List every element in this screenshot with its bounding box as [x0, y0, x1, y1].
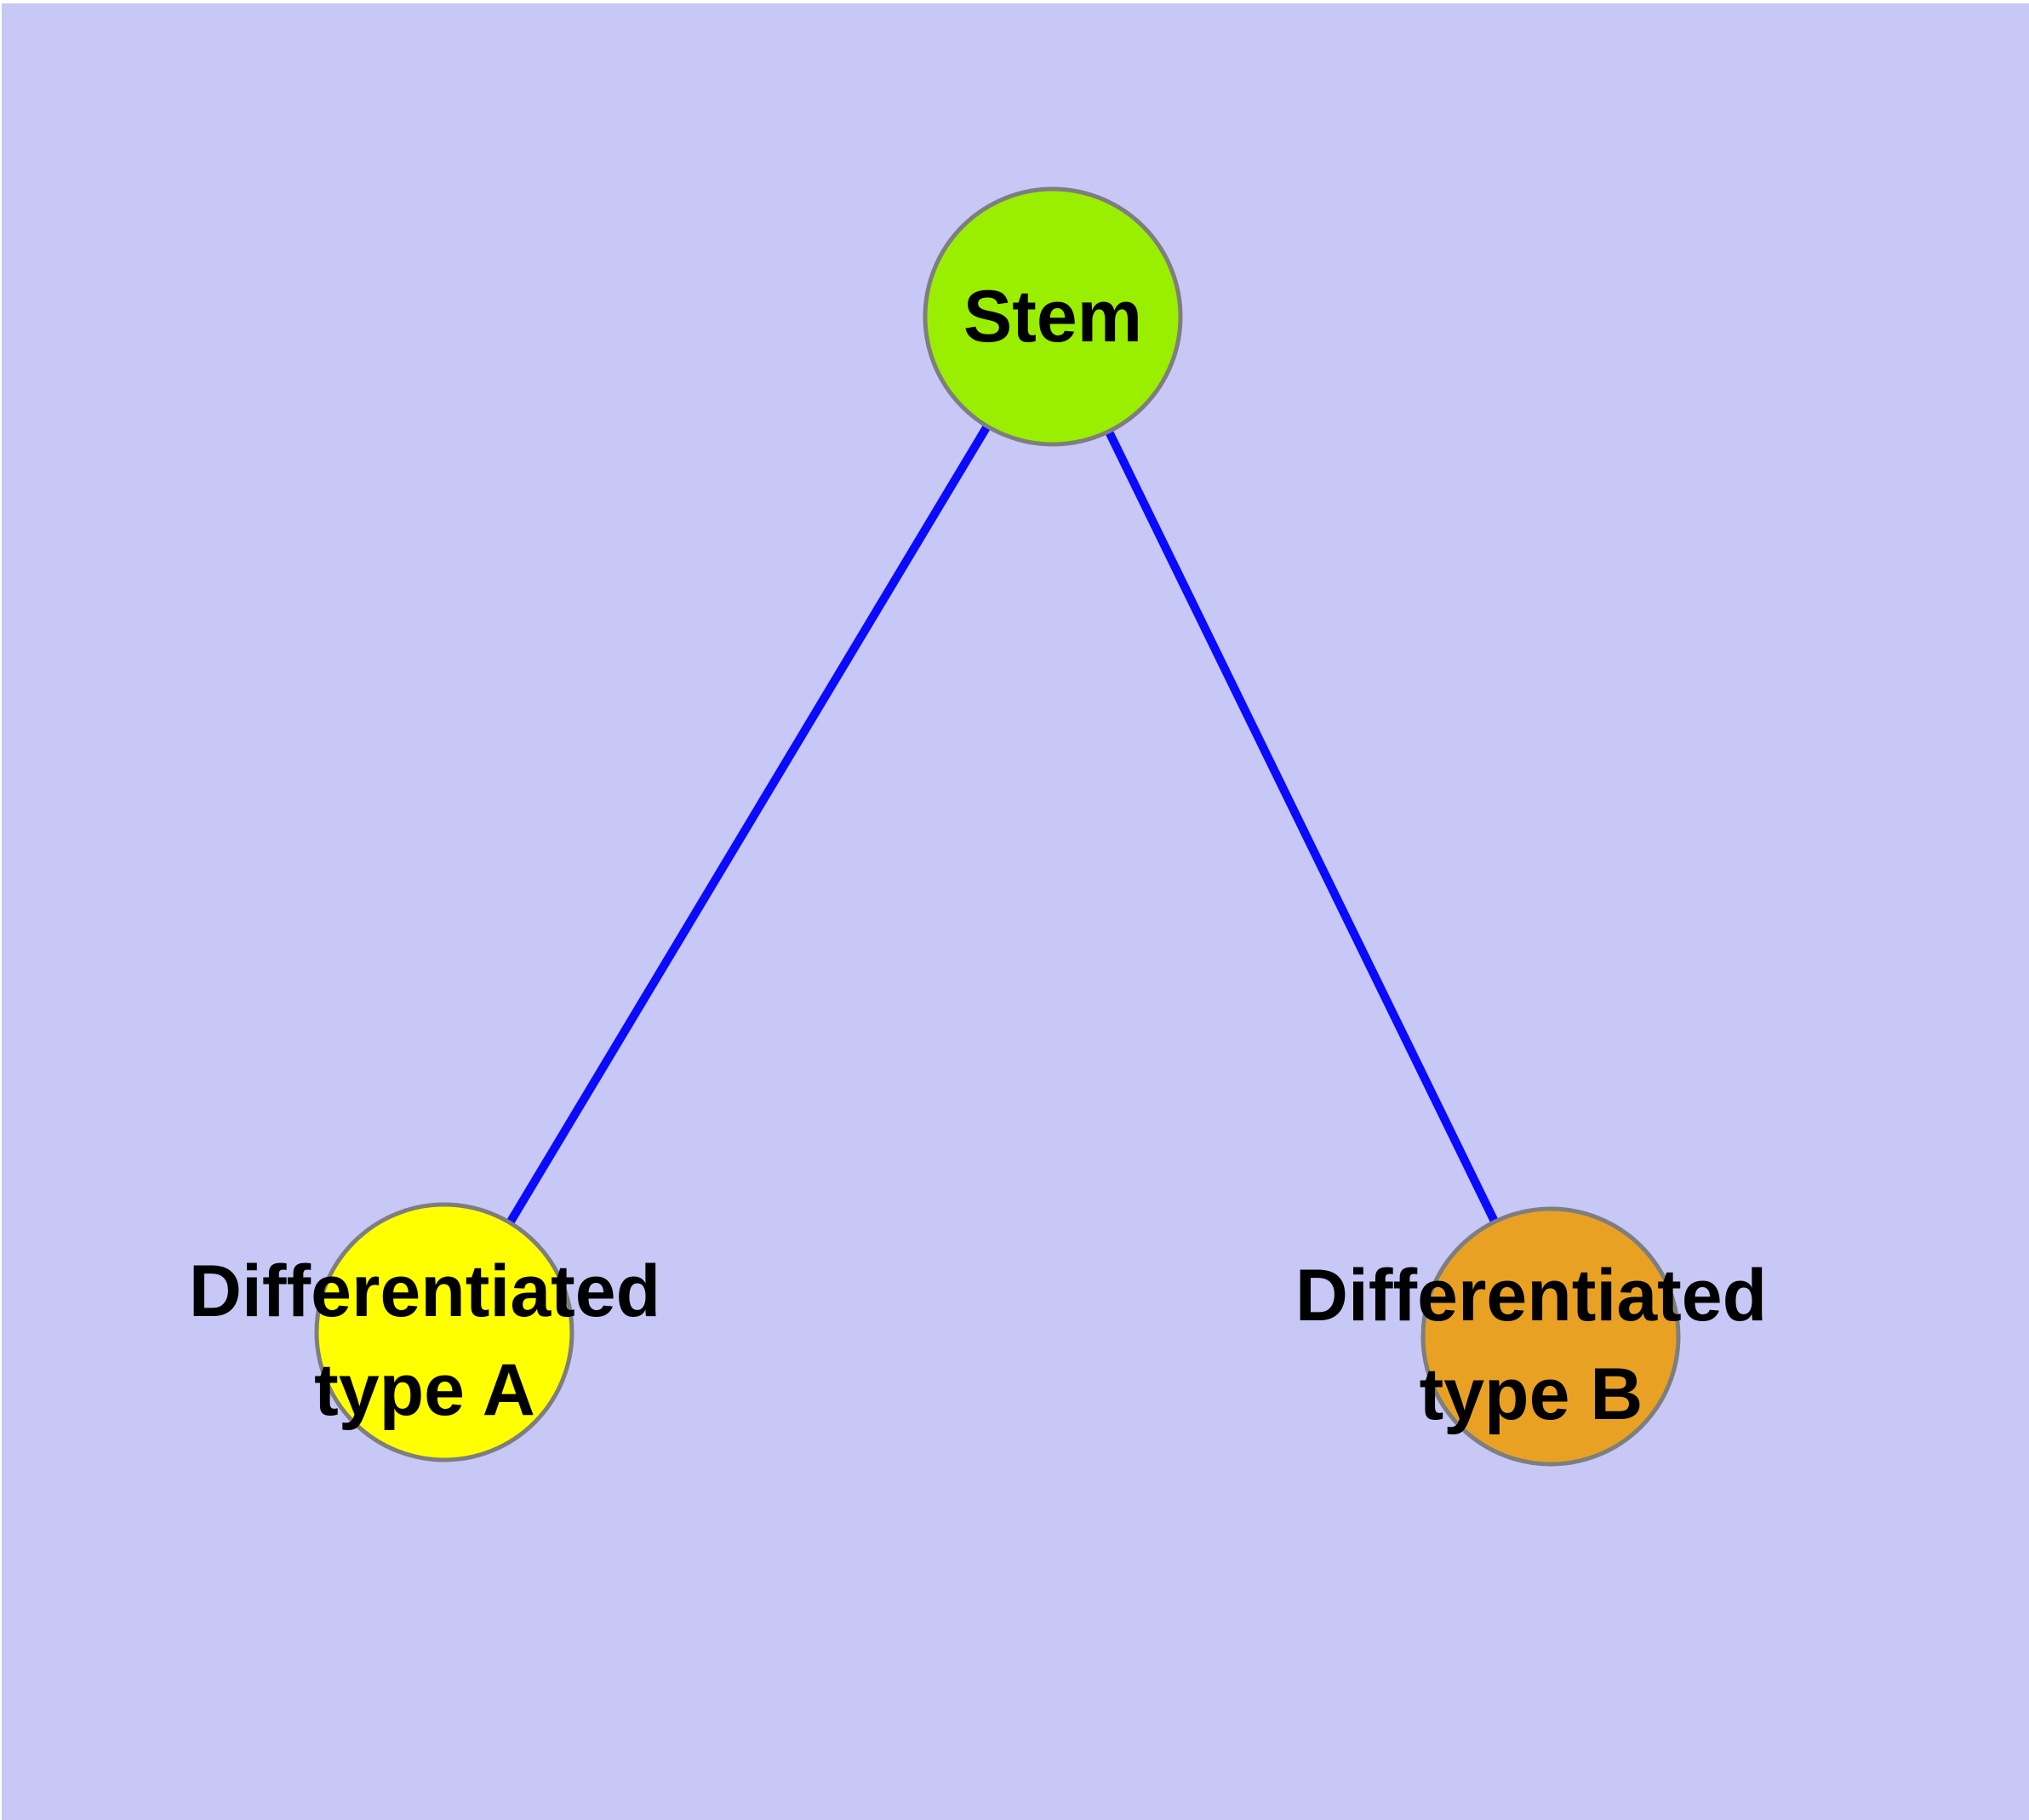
- node-differentiated-type-b-circle: [1420, 1206, 1681, 1467]
- node-differentiated-type-a-circle: [314, 1202, 574, 1462]
- node-differentiated-type-a-label: Differentiated type A: [189, 1242, 660, 1439]
- label-line-2: type A: [314, 1349, 535, 1431]
- label-line-1: Differentiated: [188, 1251, 661, 1332]
- node-stem-circle: [923, 186, 1183, 447]
- edge-stem-to-type-b: [1049, 314, 1555, 1339]
- node-differentiated-type-b-label: Differentiated type B: [1295, 1246, 1767, 1444]
- edge-stem-to-type-a: [440, 314, 1057, 1335]
- label-line-2: type B: [1419, 1354, 1643, 1435]
- node-stem-label: Stem: [963, 276, 1143, 358]
- label-line-1: Differentiated: [1295, 1255, 1768, 1336]
